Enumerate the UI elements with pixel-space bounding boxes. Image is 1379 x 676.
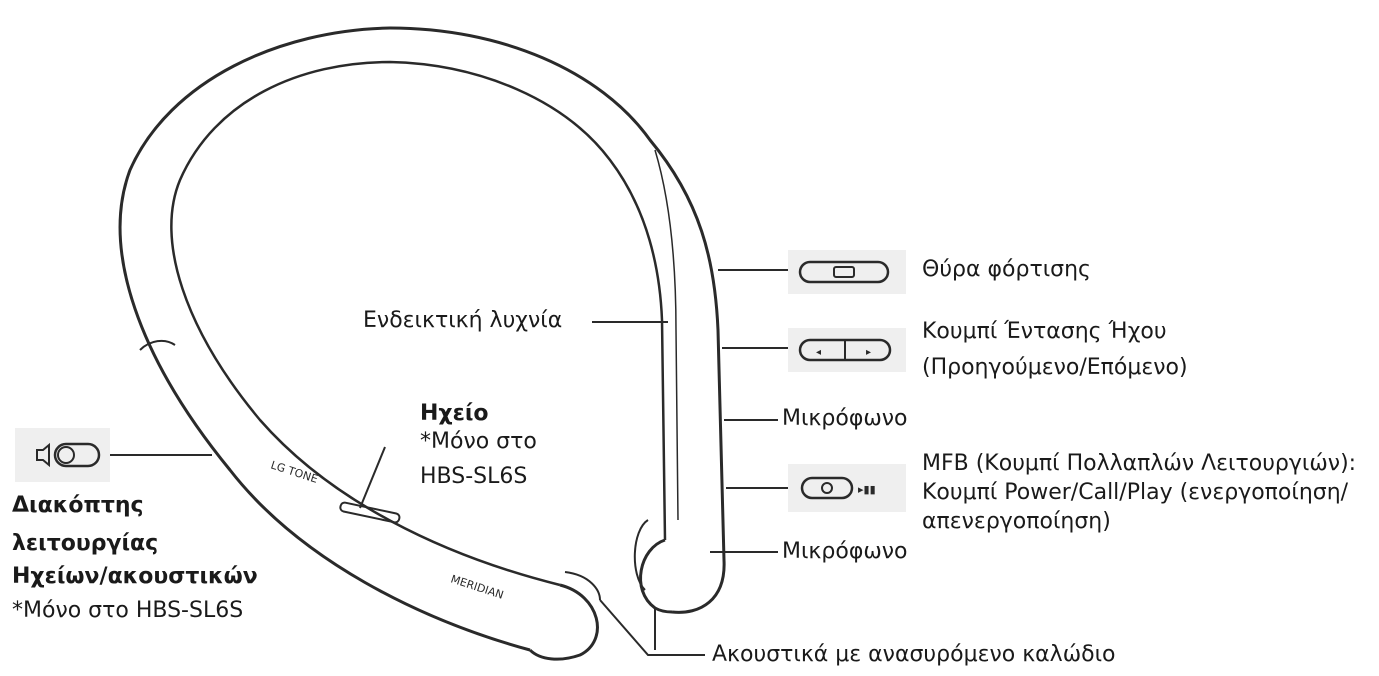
callout-line-speaker: [359, 446, 386, 509]
volume-button-thumb: ◂ ▸: [788, 328, 906, 372]
label-indicator-light: Ενδεικτική λυχνία: [363, 308, 563, 333]
mfb-button-thumb: ▸▮▮: [788, 464, 906, 512]
left-end-cap: [528, 583, 599, 661]
label-speaker-note-2: HBS-SL6S: [420, 464, 528, 489]
label-microphone-upper: Μικρόφωνο: [782, 406, 908, 431]
svg-text:▸: ▸: [866, 347, 871, 358]
label-charging-port: Θύρα φόρτισης: [922, 257, 1091, 282]
label-volume-button-1: Κουμπί Έντασης Ήχου: [922, 319, 1167, 344]
label-microphone-lower: Μικρόφωνο: [782, 539, 908, 564]
label-volume-button-2: (Προηγούμενο/Επόμενο): [922, 355, 1188, 380]
right-band-edge: [654, 149, 679, 521]
left-seam: [139, 339, 176, 351]
right-earbud: [633, 519, 649, 591]
callout-line-earbuds-arc: [564, 571, 601, 601]
svg-text:◂: ◂: [816, 347, 821, 358]
right-pod: [639, 538, 673, 614]
speaker-switch-icon: [36, 442, 101, 468]
sound-marking: MERIDIAN: [449, 572, 505, 601]
label-mfb-2: Κουμπί Power/Call/Play (ενεργοποίηση/: [922, 480, 1349, 505]
speaker-grille: [339, 501, 401, 524]
label-switch-1: Διακόπτης: [12, 493, 144, 518]
neckband-outline: [118, 26, 726, 652]
volume-button-icon: ◂ ▸: [798, 338, 892, 362]
mode-switch-thumb: [15, 428, 110, 482]
charging-port-thumb: [788, 250, 906, 294]
label-mfb-1: MFB (Κουμπί Πολλαπλών Λειτουργιών):: [922, 451, 1357, 476]
label-switch-note: *Μόνο στο HBS-SL6S: [12, 598, 244, 623]
callout-line-earbuds: [599, 599, 705, 656]
brand-marking: LG TONE: [269, 458, 319, 485]
charging-port-icon: [798, 260, 890, 284]
neckband-inner-outline: [170, 60, 667, 587]
label-mfb-3: απενεργοποίηση): [922, 509, 1111, 534]
label-switch-3: Ηχείων/ακουστικών: [12, 564, 258, 589]
svg-text:▸▮▮: ▸▮▮: [858, 483, 876, 496]
label-switch-2: λειτουργίας: [12, 531, 159, 556]
label-speaker-note-1: *Μόνο στο: [420, 429, 537, 454]
label-earbuds: Ακουστικά με ανασυρόμενο καλώδιο: [712, 642, 1116, 667]
mfb-button-icon: ▸▮▮: [800, 476, 876, 500]
label-speaker-title: Ηχείο: [420, 401, 489, 426]
